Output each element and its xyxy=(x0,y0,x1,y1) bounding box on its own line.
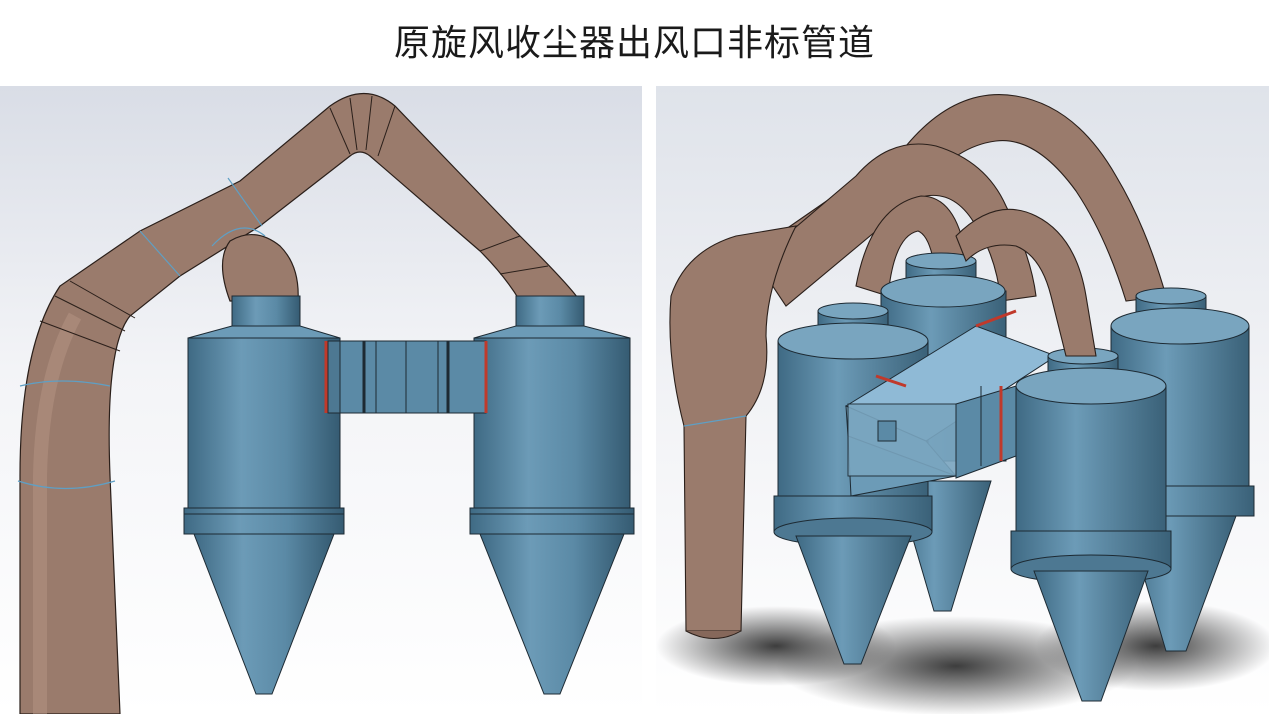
small-elbow-duct xyxy=(211,227,299,302)
isometric-view-panel xyxy=(656,86,1269,714)
front-view-panel xyxy=(0,86,642,714)
right-cyclone xyxy=(469,295,635,695)
front-right-arch-duct xyxy=(955,208,1097,357)
isometric-view-drawing xyxy=(656,86,1269,714)
left-vertical-duct xyxy=(669,225,797,639)
cyclone-front-right xyxy=(1010,347,1172,702)
connecting-duct xyxy=(324,340,488,414)
left-cyclone xyxy=(183,295,345,695)
front-view-drawing xyxy=(0,86,642,714)
page-title: 原旋风收尘器出风口非标管道 xyxy=(393,23,875,64)
